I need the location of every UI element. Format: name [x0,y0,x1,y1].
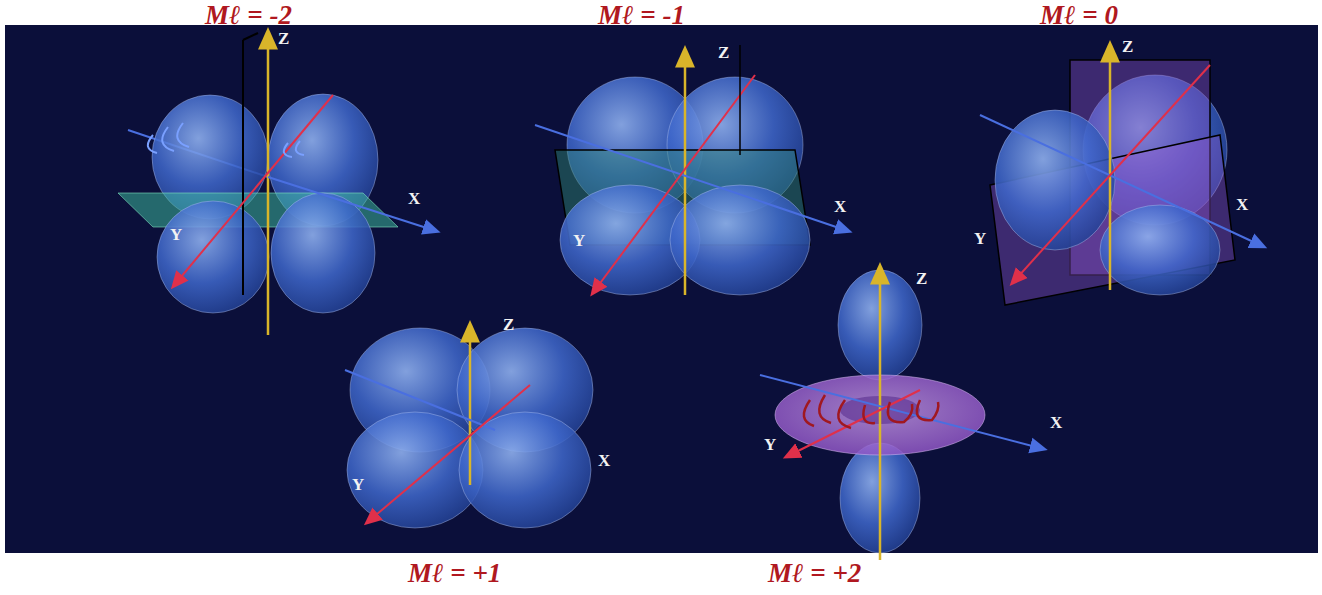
orbital-panel [980,50,1260,305]
orbital-label: Mℓ = -2 [205,2,292,29]
orbital-panel [345,328,593,528]
orbital-label: Mℓ = +2 [768,560,861,587]
axis-label: X [834,198,846,215]
axis-label: Z [916,270,927,287]
axis-label: Y [573,232,585,249]
axis-label: Z [278,30,289,47]
axis-label: Z [1122,38,1133,55]
axis-label: Z [503,316,514,333]
axis-label: Y [352,476,364,493]
orbital-label: Mℓ = +1 [408,560,501,587]
axis-label: X [408,190,420,207]
axis-label: Y [170,226,182,243]
axis-label: X [1050,414,1062,431]
orbital-panel [535,45,845,295]
axis-label: X [1236,196,1248,213]
background-band [5,25,1318,553]
axis-label: Z [718,44,729,61]
orbital-label: Mℓ = -1 [598,2,685,29]
orbital-label: Mℓ = 0 [1040,2,1118,29]
axis-label: Y [764,436,776,453]
orbital-panel [760,270,1040,560]
axis-label: X [598,452,610,469]
orbital-panel [118,33,433,335]
axis-label: Y [974,230,986,247]
